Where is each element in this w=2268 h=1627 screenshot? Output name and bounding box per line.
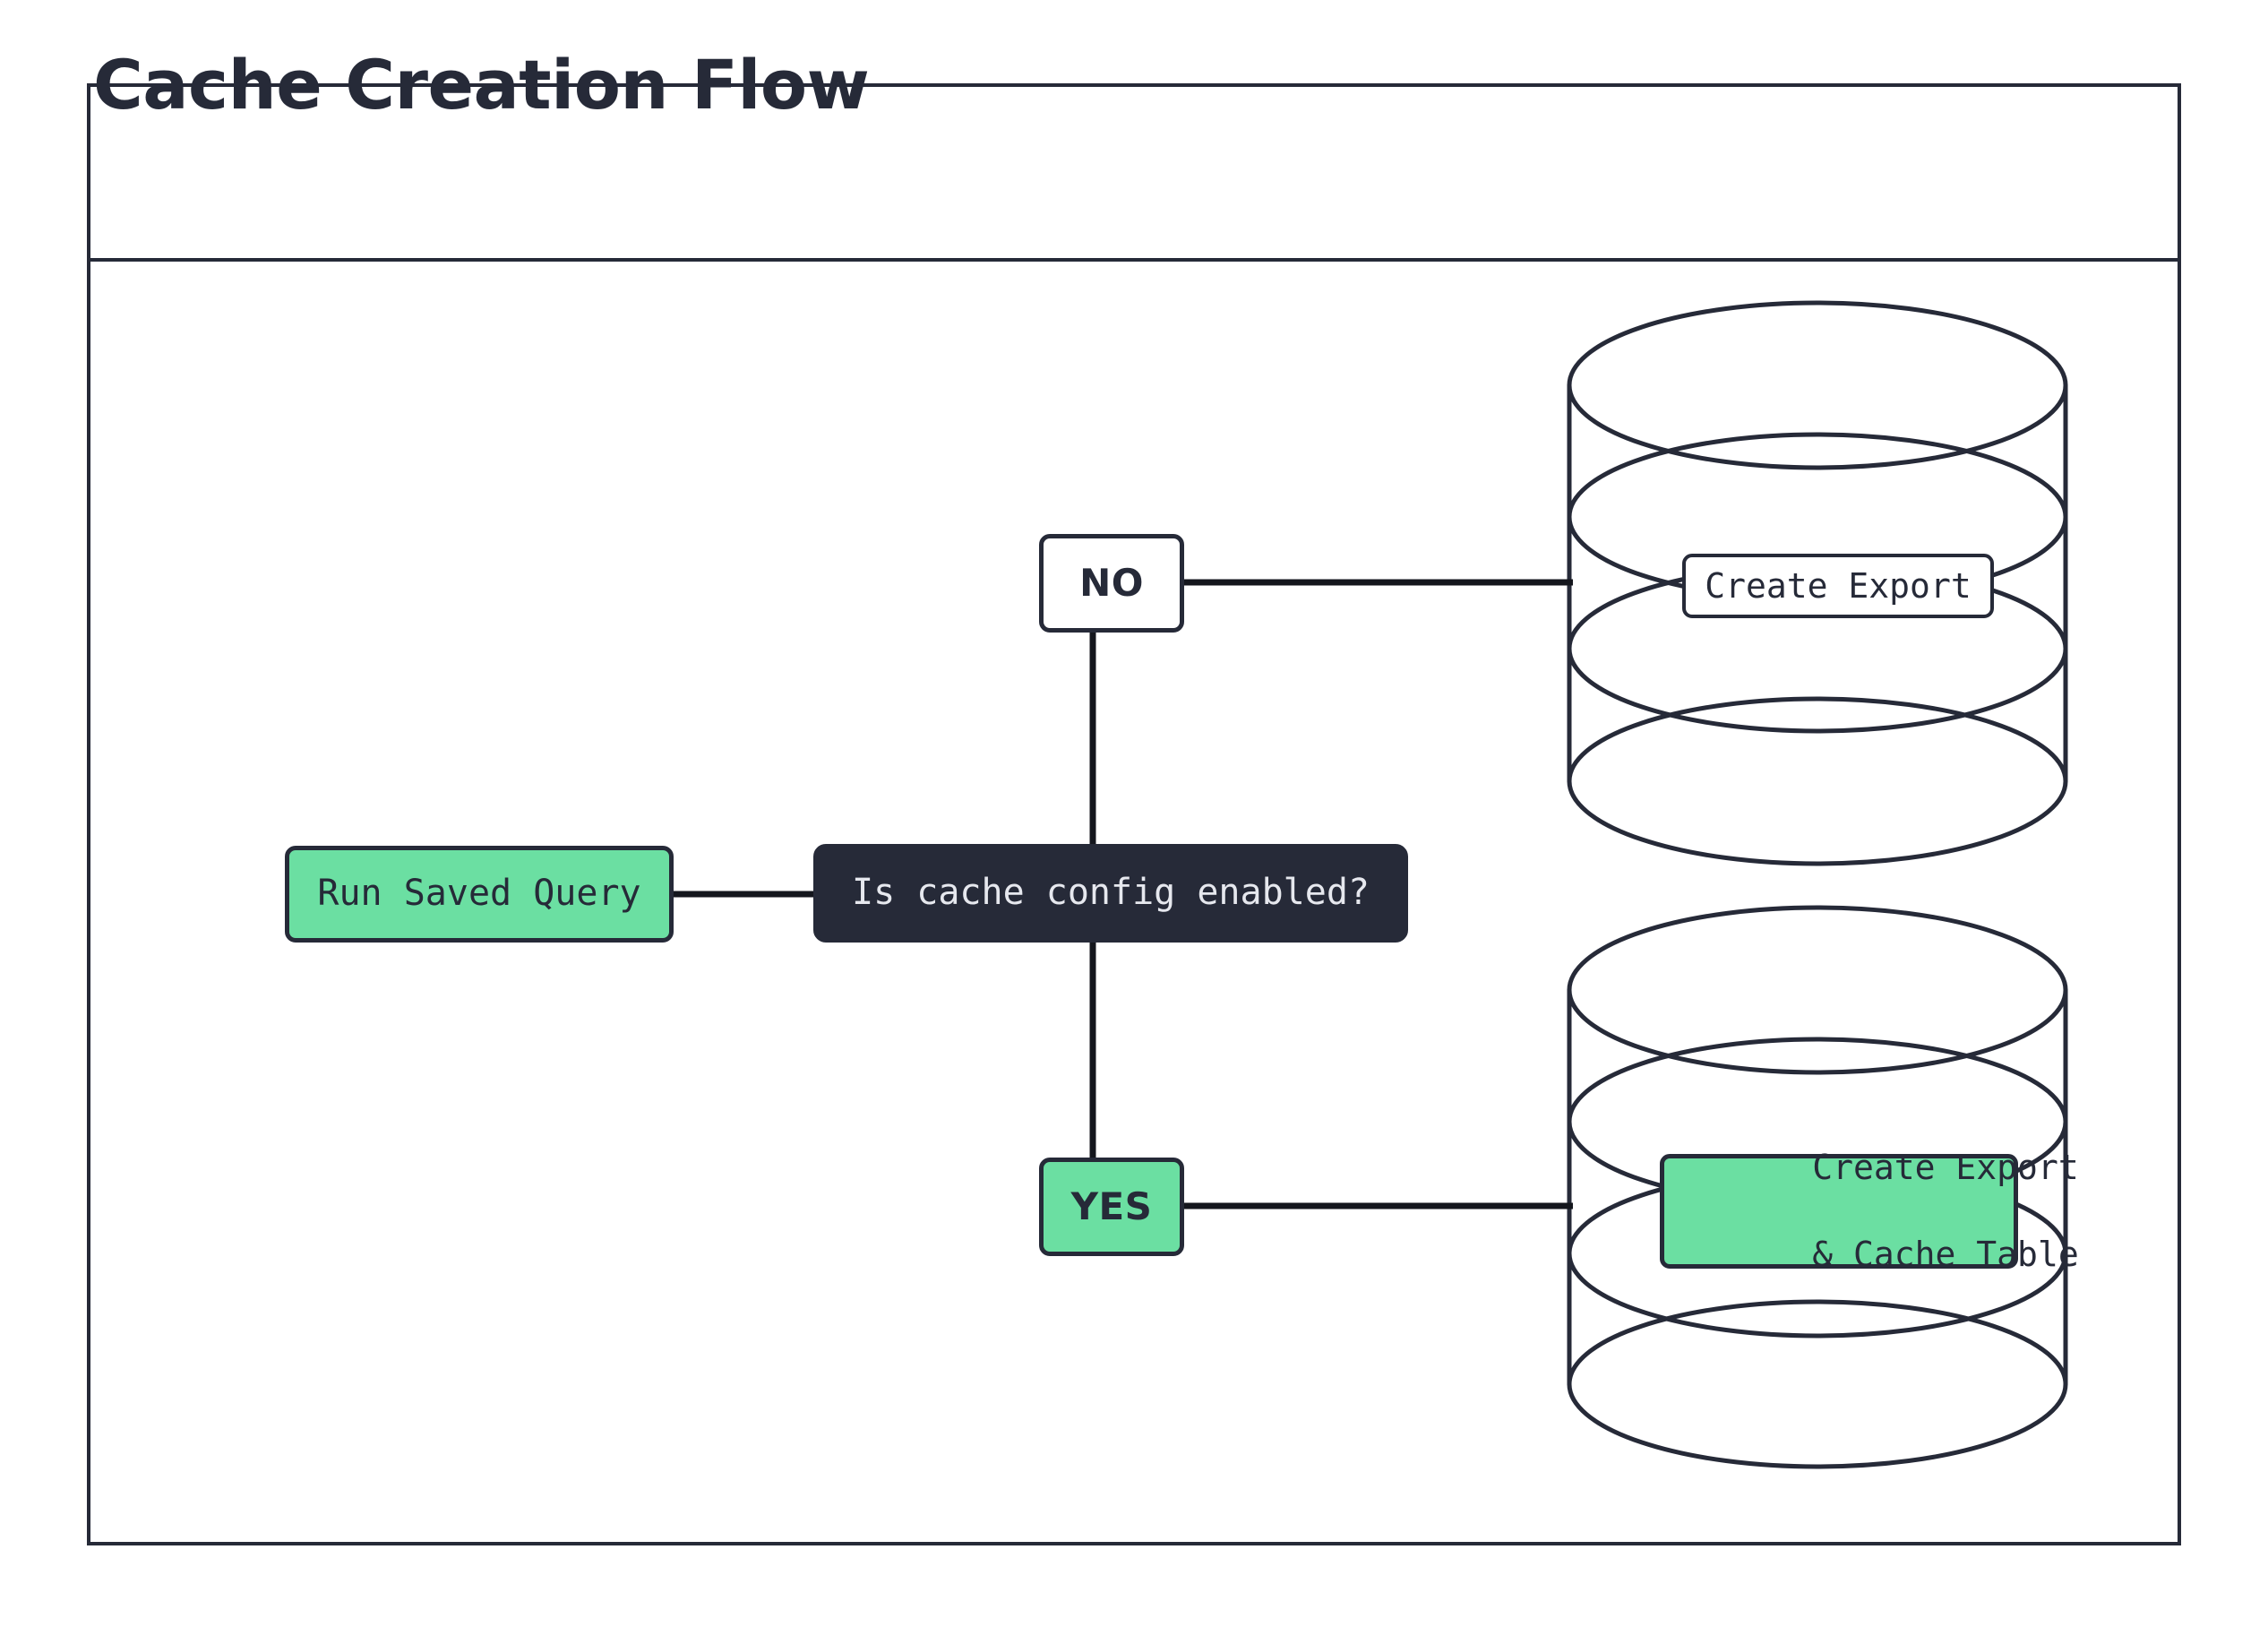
node-create-export-and-cache-table[interactable]: Create Export & Cache Table bbox=[1660, 1148, 2079, 1274]
node-run-saved-query[interactable]: Run Saved Query bbox=[285, 846, 674, 943]
node-decision-is-cache-config-enabled[interactable]: Is cache config enabled? bbox=[813, 844, 1408, 943]
node-branch-no[interactable]: NO bbox=[1039, 534, 1184, 633]
node-branch-yes[interactable]: YES bbox=[1039, 1158, 1184, 1256]
node-create-export[interactable]: Create Export bbox=[1682, 554, 1994, 618]
create-export-cache-line1: Create Export bbox=[1812, 1148, 2079, 1188]
diagram-frame bbox=[87, 83, 2181, 1545]
diagram-header bbox=[90, 87, 2178, 262]
page-title: Cache Creation Flow bbox=[93, 45, 870, 125]
create-export-cache-line2: & Cache Table bbox=[1812, 1235, 2079, 1275]
